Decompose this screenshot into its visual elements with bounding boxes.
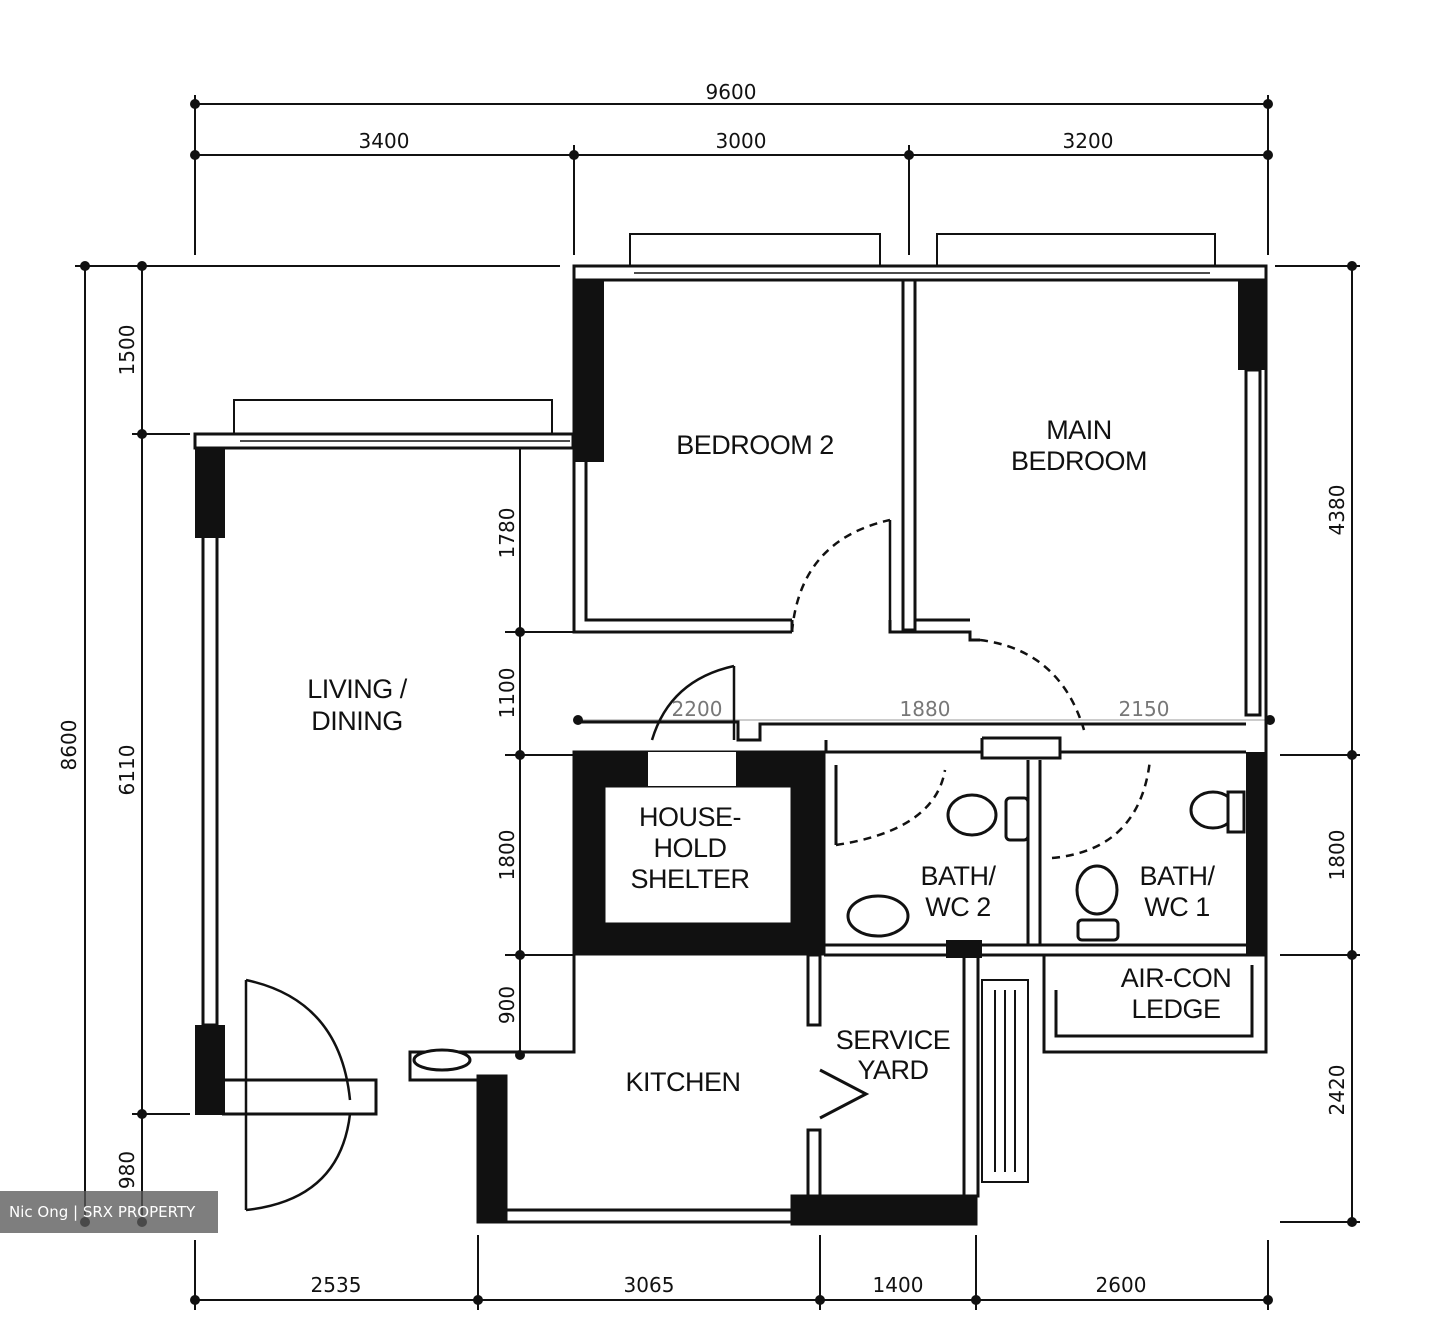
dim-left-2: 980 <box>115 1151 139 1189</box>
label-bath-2-line1: BATH/ <box>920 861 996 891</box>
sanitary-fixtures <box>412 790 1246 1072</box>
dimension-labels: 9600 3400 3000 3200 2535 3065 1400 2600 … <box>57 80 1349 1297</box>
doors <box>244 518 1152 1212</box>
label-bath-1-line2: WC 1 <box>1144 892 1210 922</box>
dim-inner-4: 900 <box>495 986 519 1024</box>
dim-top-2: 3000 <box>716 129 767 153</box>
dim-left-1: 1500 <box>115 325 139 376</box>
dim-left-inner: 6110 <box>115 745 139 796</box>
dim-top-total: 9600 <box>706 80 757 104</box>
dim-corridor-2: 1880 <box>900 697 951 721</box>
dim-corridor-3: 2150 <box>1119 697 1170 721</box>
label-service-yard-line2: YARD <box>857 1055 928 1085</box>
dim-left-total: 8600 <box>57 720 81 771</box>
label-service-yard-line1: SERVICE <box>836 1025 951 1055</box>
structural-columns <box>195 280 1266 1115</box>
dim-bottom-1: 2535 <box>311 1273 362 1297</box>
label-shelter-line2: HOLD <box>653 833 726 863</box>
label-shelter-line3: SHELTER <box>630 864 749 894</box>
label-aircon-line1: AIR-CON <box>1121 963 1232 993</box>
label-bath-2-line2: WC 2 <box>925 892 991 922</box>
dim-bottom-4: 2600 <box>1096 1273 1147 1297</box>
label-aircon-line2: LEDGE <box>1131 994 1220 1024</box>
dim-top-1: 3400 <box>359 129 410 153</box>
watermark-banner <box>0 1191 218 1233</box>
label-living-line1: LIVING / <box>307 674 408 704</box>
dim-corridor-1: 2200 <box>672 697 723 721</box>
room-labels: BEDROOM 2 MAIN BEDROOM LIVING / DINING H… <box>307 415 1232 1097</box>
window-ledges <box>233 233 1216 437</box>
label-kitchen: KITCHEN <box>625 1067 740 1097</box>
dim-right-3: 2420 <box>1325 1065 1349 1116</box>
dim-right-2: 1800 <box>1325 830 1349 881</box>
label-main-bedroom-line2: BEDROOM <box>1011 446 1147 476</box>
dim-right-1: 4380 <box>1325 485 1349 536</box>
label-bedroom-2: BEDROOM 2 <box>676 430 834 460</box>
dim-bottom-3: 1400 <box>873 1273 924 1297</box>
dim-bottom-2: 3065 <box>624 1273 675 1297</box>
walls <box>193 264 1268 1226</box>
dim-top-3: 3200 <box>1063 129 1114 153</box>
label-living-line2: DINING <box>311 706 403 736</box>
dim-inner-3: 1800 <box>495 830 519 881</box>
dim-inner-2: 1100 <box>495 668 519 719</box>
label-bath-1-line1: BATH/ <box>1139 861 1215 891</box>
label-main-bedroom-line1: MAIN <box>1046 415 1112 445</box>
watermark-text: Nic Ong | SRX PROPERTY <box>9 1203 196 1221</box>
label-shelter-line1: HOUSE- <box>639 802 741 832</box>
dim-inner-1: 1780 <box>495 508 519 559</box>
